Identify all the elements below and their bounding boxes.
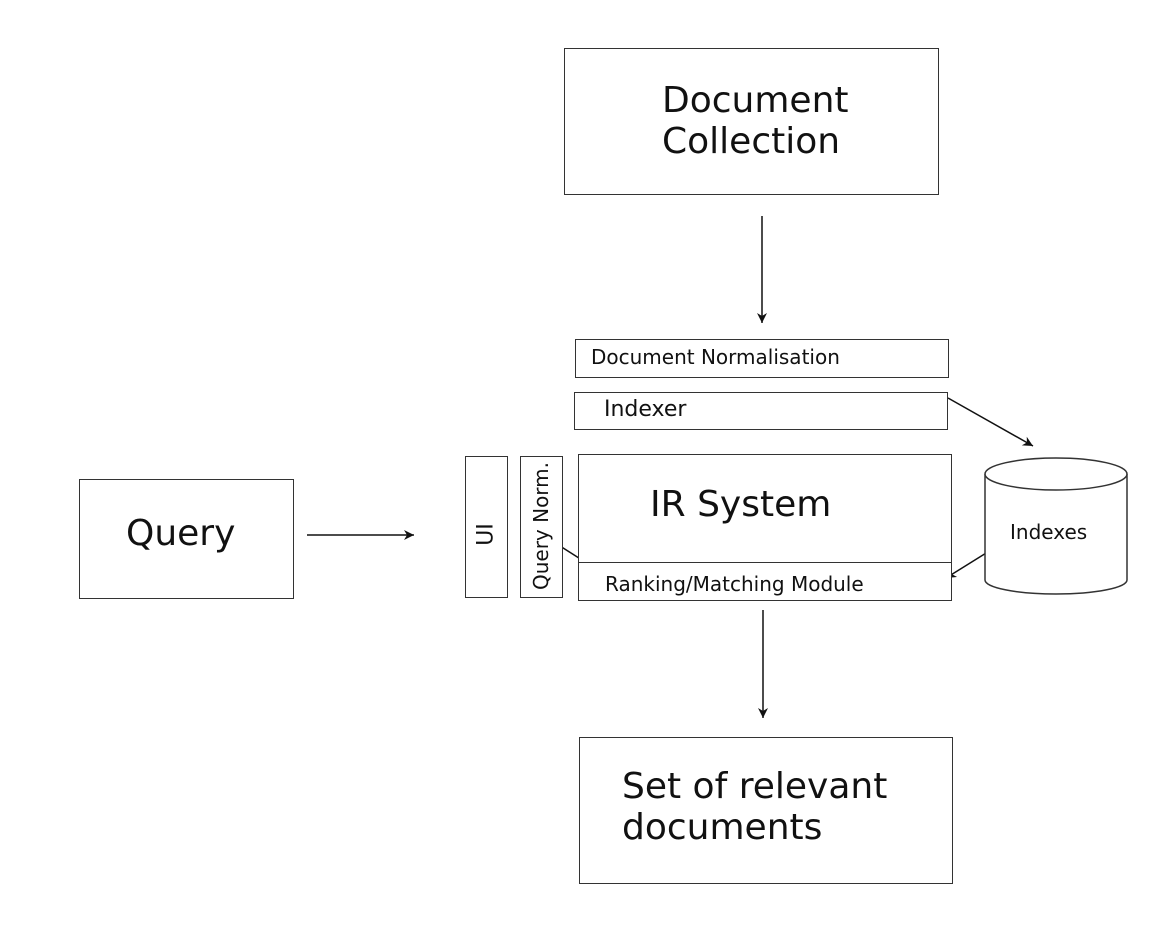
document-normalisation-label: Document Normalisation — [591, 345, 840, 369]
ir-system-box — [578, 454, 952, 601]
document-normalisation-box — [575, 339, 949, 378]
indexes-label: Indexes — [1010, 520, 1088, 544]
ir-system-divider — [578, 562, 952, 563]
ui-box — [465, 456, 508, 598]
ranking-matching-module-label: Ranking/Matching Module — [605, 572, 864, 596]
arrow-indexer-to-indexes — [947, 397, 1034, 447]
indexes-cylinder — [984, 457, 1128, 595]
ui-label: UI — [473, 523, 499, 546]
relevant-documents-box — [579, 737, 953, 884]
indexer-box — [574, 392, 948, 430]
query-norm-label: Query Norm. — [529, 461, 553, 591]
document-collection-box — [564, 48, 939, 195]
document-collection-label: Document Collection — [662, 80, 849, 163]
relevant-documents-label: Set of relevant documents — [622, 766, 888, 849]
arrow-indexes-to-ranking — [945, 549, 992, 579]
indexer-label: Indexer — [604, 397, 687, 422]
query-box — [79, 479, 294, 599]
ir-system-label: IR System — [650, 484, 832, 525]
query-label: Query — [126, 513, 236, 554]
query-norm-box — [520, 456, 563, 598]
